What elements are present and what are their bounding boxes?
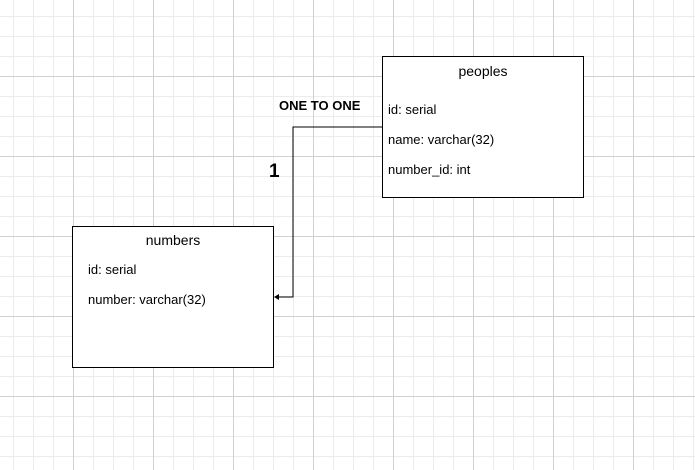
field-name: name: varchar(32)	[388, 132, 495, 147]
connector-line	[278, 126, 382, 298]
entity-peoples[interactable]: peoples id: serial name: varchar(32) num…	[382, 56, 584, 198]
entity-title: peoples	[458, 63, 508, 79]
field-id: id: serial	[388, 102, 437, 117]
entity-numbers[interactable]: numbers id: serial number: varchar(32)	[72, 226, 274, 368]
arrowhead-icon	[274, 294, 279, 300]
field-number: number: varchar(32)	[88, 292, 206, 307]
entity-title: numbers	[145, 232, 201, 248]
cardinality-label: 1	[269, 161, 280, 182]
relationship-label: ONE TO ONE	[279, 98, 361, 113]
field-id: id: serial	[88, 262, 137, 277]
field-number-id: number_id: int	[388, 162, 471, 177]
